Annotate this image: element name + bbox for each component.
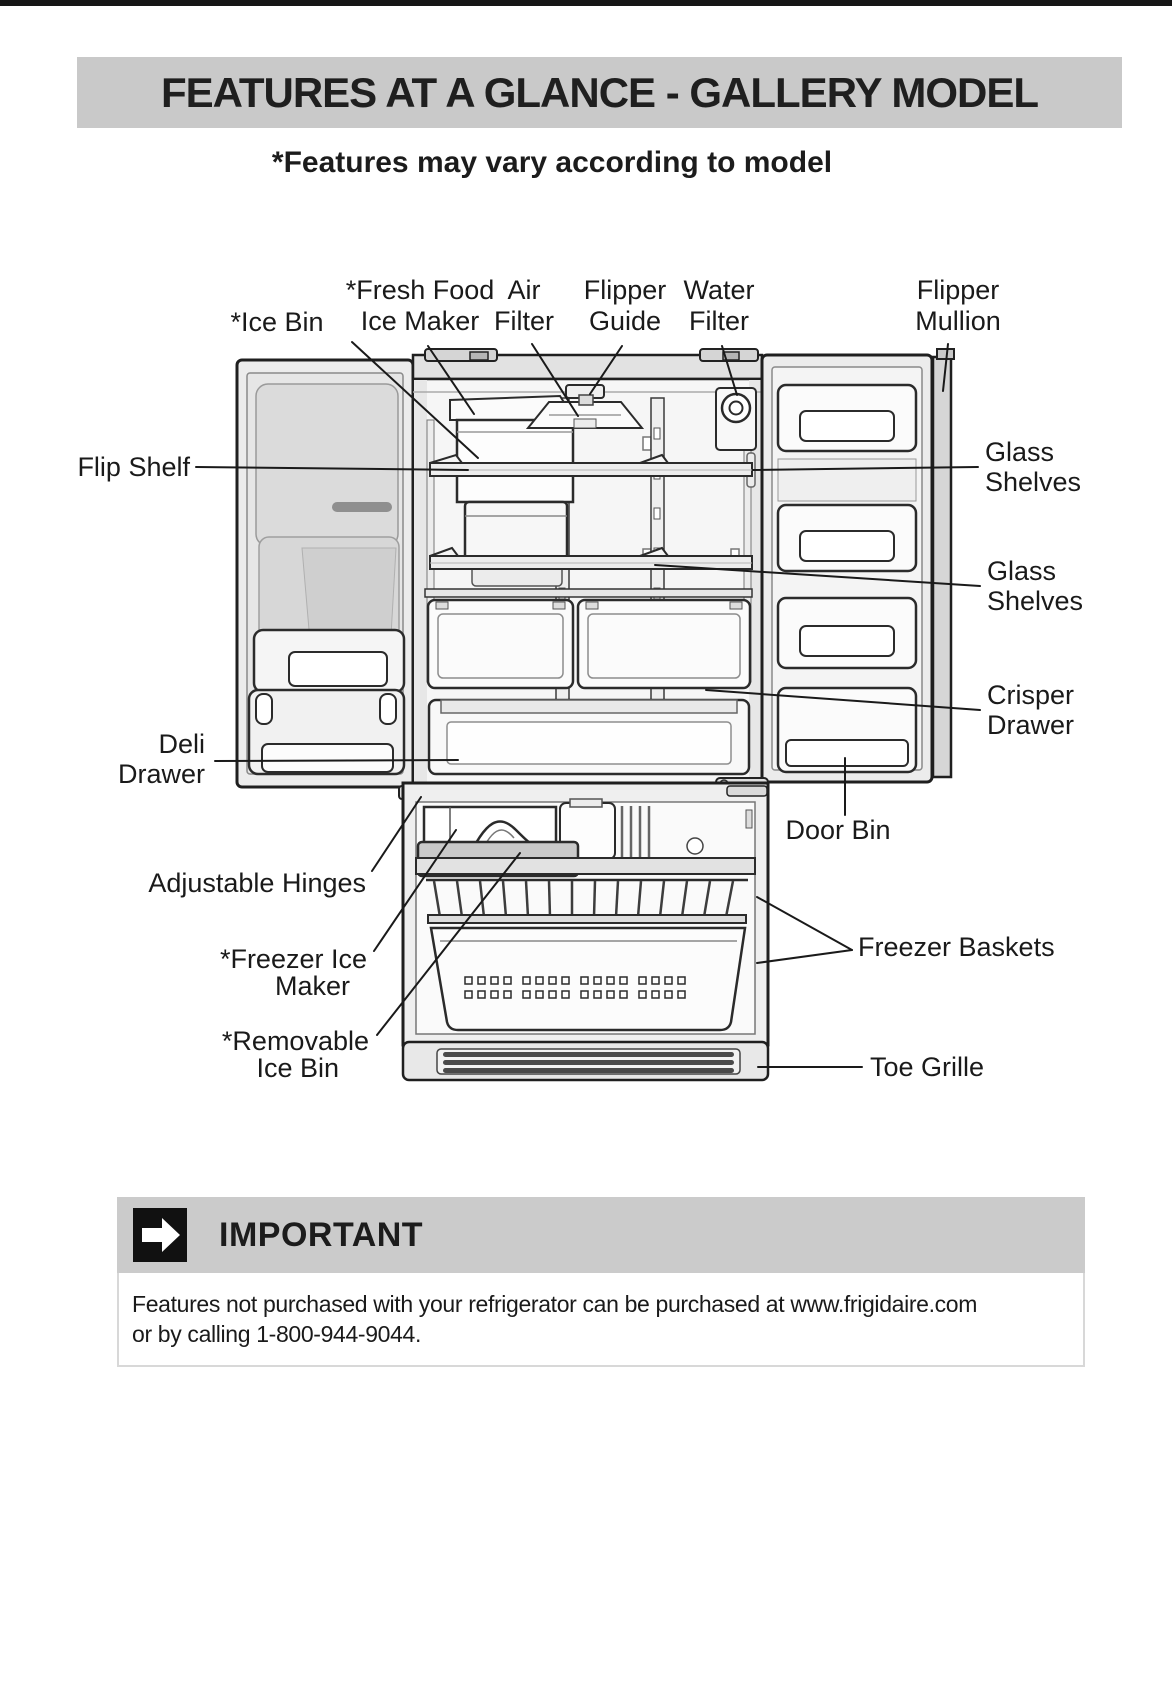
flip-shelf [429,453,753,477]
scan-edge-strip [0,0,1172,6]
door-recess-panel [255,383,399,547]
freezer-basket-lower [429,926,747,1032]
label-flipper-guide: Flipper [584,275,667,305]
label-ice-bin: *Ice Bin [230,307,323,337]
left-door-bottom-bin [247,688,406,776]
basket-vent-holes [464,976,686,999]
label-fresh-food-ice-maker-2: Ice Maker [361,306,480,336]
freezer-compartment [401,781,770,1047]
ice-bin [463,500,569,587]
label-freezer-baskets: Freezer Baskets [858,932,1055,962]
label-freezer-ice-maker: *Freezer Ice [220,944,367,974]
subtitle-note: *Features may vary according to model [271,146,833,179]
crisper-drawer-right [576,598,752,690]
important-text-line1: Features not purchased with your refrige… [132,1291,978,1317]
toe-grille [401,1040,770,1082]
label-deli-drawer: Deli [158,729,205,759]
label-freezer-ice-maker-2: Maker [275,971,350,1001]
label-door-bin: Door Bin [785,815,890,845]
label-water-filter-2: Filter [689,306,749,336]
label-flipper-mullion: Flipper [917,275,1000,305]
page-title: FEATURES AT A GLANCE - GALLERY MODEL [160,68,1039,116]
refrigerator-diagram: *Ice Bin *Fresh Food Ice Maker Air Filte… [60,250,1105,1110]
label-glass-shelves-1: Glass [985,437,1054,467]
arrow-right-icon [133,1208,187,1262]
leader-lines [195,341,981,1068]
left-door [235,358,415,789]
water-filter [715,387,757,488]
glass-shelf [429,546,753,570]
refrigerator-diagram-svg: *Ice Bin *Fresh Food Ice Maker Air Filte… [77,275,1083,1083]
important-callout: IMPORTANT Features not purchased with yo… [117,1197,1085,1367]
door-bin-2 [776,503,918,573]
diagram-labels: *Ice Bin *Fresh Food Ice Maker Air Filte… [77,275,1083,1083]
important-heading: IMPORTANT [219,1215,424,1254]
label-toe-grille: Toe Grille [870,1052,984,1082]
freezer-rail [415,857,756,875]
label-crisper-drawer: Crisper [987,680,1074,710]
crisper-drawer-left [426,598,575,690]
label-crisper-drawer-2: Drawer [987,710,1074,740]
left-door-bin [252,628,406,694]
label-adjustable-hinges: Adjustable Hinges [148,868,366,898]
air-filter [525,401,645,429]
title-banner: FEATURES AT A GLANCE - GALLERY MODEL [77,57,1122,128]
fresh-food-interior [411,377,764,797]
label-air-filter: Air [508,275,541,305]
label-glass-shelves-1b: Shelves [985,467,1081,497]
label-air-filter-2: Filter [494,306,554,336]
door-bin-3 [776,596,918,670]
label-fresh-food-ice-maker: *Fresh Food [346,275,495,305]
label-removable-ice-bin-2: Ice Bin [256,1053,339,1083]
door-bin-4 [776,686,918,774]
flipper-mullion [931,348,955,779]
label-removable-ice-bin: *Removable [222,1026,369,1056]
label-glass-shelves-2: Glass [987,556,1056,586]
label-deli-drawer-2: Drawer [118,759,205,789]
door-bin-1 [776,383,918,453]
important-text-line2: or by calling 1-800-944-9044. [132,1321,422,1347]
freezer-basket-upper [426,878,748,924]
label-water-filter: Water [683,275,754,305]
label-flip-shelf: Flip Shelf [77,452,190,482]
cabinet-top-rail [411,348,764,381]
label-flipper-guide-2: Guide [589,306,661,336]
important-header: IMPORTANT [117,1197,1085,1273]
door-slot [332,502,392,512]
label-flipper-mullion-2: Mullion [915,306,1001,336]
label-glass-shelves-2b: Shelves [987,586,1083,616]
deli-drawer [427,698,751,776]
important-body: Features not purchased with your refrige… [117,1273,1085,1367]
